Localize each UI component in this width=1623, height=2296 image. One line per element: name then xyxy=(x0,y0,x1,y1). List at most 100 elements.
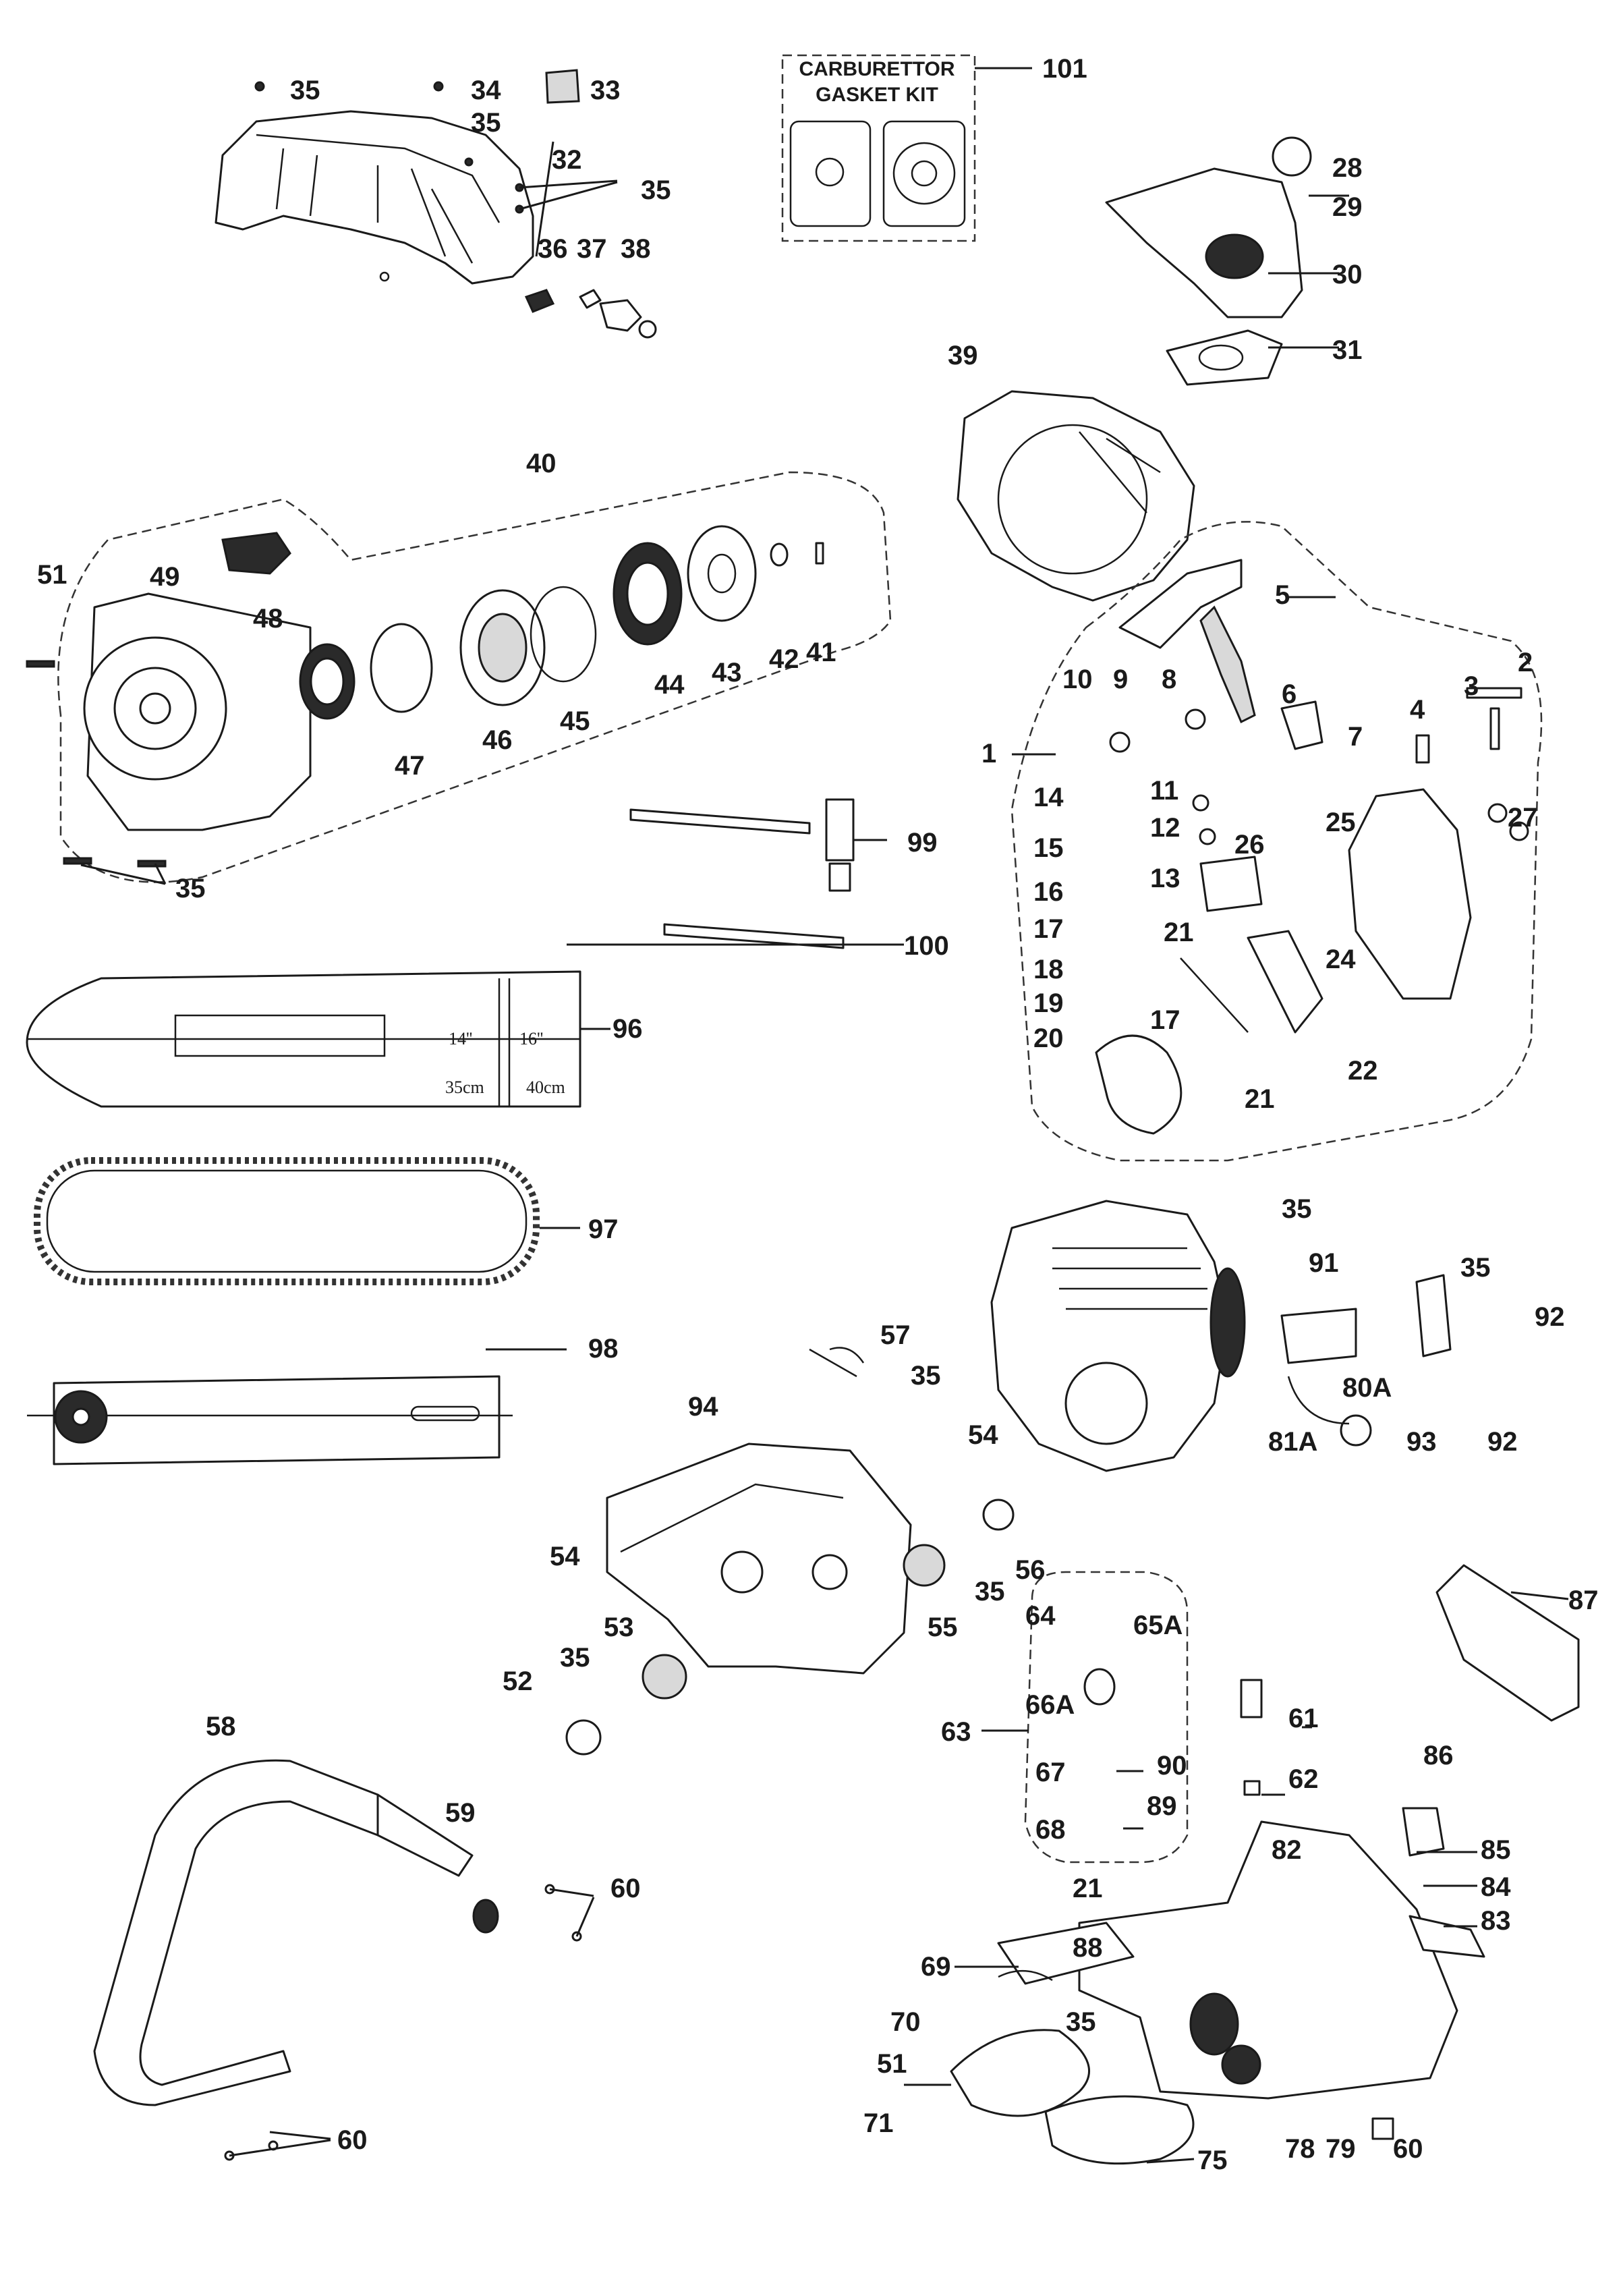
bar-length-b-in: 16'' xyxy=(519,1029,543,1048)
callout-7: 7 xyxy=(1348,722,1363,752)
bar-length-b-cm: 40cm xyxy=(526,1077,565,1097)
callout-29: 29 xyxy=(1332,192,1363,222)
callout-98: 98 xyxy=(588,1334,619,1364)
callout-26: 26 xyxy=(1234,830,1265,860)
callout-42: 42 xyxy=(769,644,799,674)
callout-55: 55 xyxy=(928,1613,958,1642)
callout-79: 79 xyxy=(1326,2134,1356,2164)
callout-80A: 80A xyxy=(1342,1373,1392,1403)
callout-28: 28 xyxy=(1332,153,1363,183)
callout-82: 82 xyxy=(1272,1835,1302,1865)
guide-bar xyxy=(27,1375,513,1465)
callout-88: 88 xyxy=(1073,1933,1103,1963)
rear-handle xyxy=(950,1564,1580,2165)
callout-90: 90 xyxy=(1157,1751,1187,1781)
callout-41: 41 xyxy=(806,638,836,667)
callout-5: 5 xyxy=(1275,580,1290,610)
callout-31: 31 xyxy=(1332,335,1363,365)
callout-17: 17 xyxy=(1150,1005,1180,1035)
callout-21: 21 xyxy=(1245,1084,1275,1114)
callout-38: 38 xyxy=(621,234,651,264)
callout-48: 48 xyxy=(253,604,283,634)
callout-24: 24 xyxy=(1326,945,1356,974)
callout-66A: 66A xyxy=(1025,1690,1075,1720)
callout-11: 11 xyxy=(1150,776,1178,806)
callout-101: 101 xyxy=(1042,54,1087,84)
callout-86: 86 xyxy=(1423,1741,1454,1770)
callout-8: 8 xyxy=(1162,665,1176,694)
chain-brake-assembly xyxy=(1010,521,1543,1162)
bar-length-a-cm: 35cm xyxy=(445,1077,484,1097)
callout-89: 89 xyxy=(1147,1791,1177,1821)
callout-93: 93 xyxy=(1406,1427,1437,1457)
callout-35: 35 xyxy=(290,76,320,105)
callout-85: 85 xyxy=(1481,1835,1511,1865)
carburettor-gasket-kit: CARBURETTOR GASKET KIT xyxy=(781,54,976,242)
callout-39: 39 xyxy=(948,341,978,370)
callout-67: 67 xyxy=(1035,1758,1066,1787)
callout-58: 58 xyxy=(206,1712,236,1741)
callout-18: 18 xyxy=(1033,955,1064,984)
callout-21: 21 xyxy=(1164,918,1194,947)
callout-75: 75 xyxy=(1197,2146,1228,2175)
callout-45: 45 xyxy=(560,706,590,736)
callout-37: 37 xyxy=(577,234,607,264)
callout-44: 44 xyxy=(654,670,685,700)
callout-9: 9 xyxy=(1113,665,1128,694)
callout-leaders xyxy=(80,67,1569,2164)
front-handle xyxy=(93,1759,582,2161)
callout-35: 35 xyxy=(175,874,206,903)
callout-60: 60 xyxy=(610,1874,641,1903)
callout-64: 64 xyxy=(1025,1601,1056,1631)
callout-40: 40 xyxy=(526,449,557,478)
callout-68: 68 xyxy=(1035,1815,1066,1845)
callout-54: 54 xyxy=(550,1542,580,1571)
callout-19: 19 xyxy=(1033,988,1064,1018)
callout-91: 91 xyxy=(1309,1248,1339,1278)
callout-33: 33 xyxy=(590,76,621,105)
callout-6: 6 xyxy=(1282,679,1297,709)
callout-94: 94 xyxy=(688,1392,718,1422)
callout-47: 47 xyxy=(395,751,425,781)
callout-22: 22 xyxy=(1348,1056,1378,1086)
callout-35: 35 xyxy=(1460,1253,1491,1283)
callout-63: 63 xyxy=(941,1717,971,1747)
callout-59: 59 xyxy=(445,1798,476,1828)
starter-screws xyxy=(26,660,167,868)
kit-label-line1: CARBURETTOR xyxy=(799,58,955,80)
callout-1: 1 xyxy=(981,739,996,768)
callout-16: 16 xyxy=(1033,877,1064,907)
callout-34: 34 xyxy=(471,76,501,105)
callout-10: 10 xyxy=(1062,665,1093,694)
callout-56: 56 xyxy=(1015,1555,1046,1585)
callout-92: 92 xyxy=(1487,1427,1518,1457)
callout-35: 35 xyxy=(1282,1194,1312,1224)
callout-35: 35 xyxy=(641,175,671,205)
cylinder-shroud xyxy=(957,390,1195,602)
callout-62: 62 xyxy=(1288,1764,1319,1794)
callout-43: 43 xyxy=(712,658,742,688)
callout-51: 51 xyxy=(37,560,67,590)
callout-25: 25 xyxy=(1326,808,1356,837)
callout-92: 92 xyxy=(1535,1302,1565,1332)
callout-54: 54 xyxy=(968,1420,998,1450)
callout-12: 12 xyxy=(1150,813,1180,843)
callout-14: 14 xyxy=(1033,783,1064,812)
callout-96: 96 xyxy=(613,1014,643,1044)
callout-35: 35 xyxy=(471,108,501,138)
air-filter-cover xyxy=(1105,136,1312,386)
callout-60: 60 xyxy=(337,2125,368,2155)
callout-65A: 65A xyxy=(1133,1611,1183,1640)
callout-49: 49 xyxy=(150,562,180,592)
callout-57: 57 xyxy=(880,1320,911,1350)
bar-cover: 14'' 16'' 35cm 40cm xyxy=(26,970,581,1108)
kit-label-line2: GASKET KIT xyxy=(816,84,938,106)
callout-36: 36 xyxy=(538,234,568,264)
scrench-tool xyxy=(629,798,855,949)
engine-block xyxy=(990,1200,1452,1472)
callout-51: 51 xyxy=(877,2049,907,2079)
callout-81A: 81A xyxy=(1268,1427,1317,1457)
callout-17: 17 xyxy=(1033,914,1064,944)
callout-15: 15 xyxy=(1033,833,1064,863)
callout-78: 78 xyxy=(1285,2134,1315,2164)
